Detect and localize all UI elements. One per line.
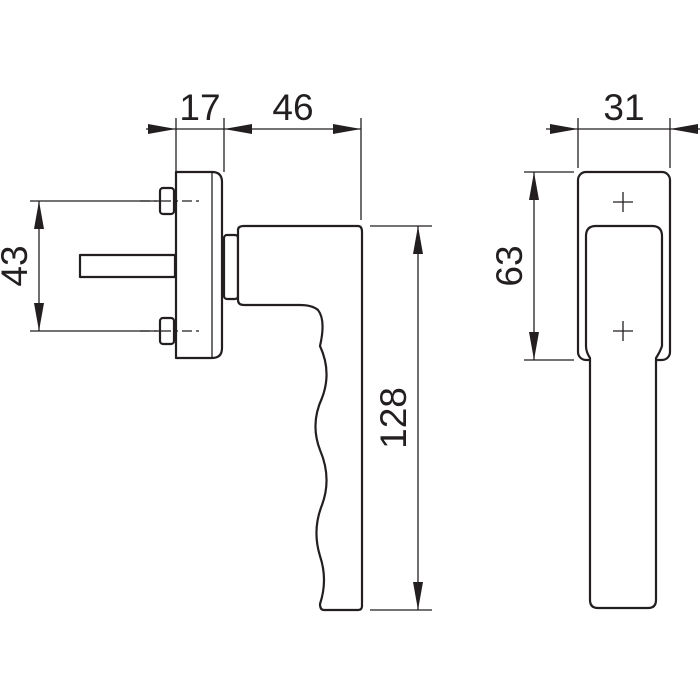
dim-front-rose-height: 63: [489, 172, 539, 360]
side-view: 17 46 43 128: [0, 87, 432, 612]
dim-label-63: 63: [489, 245, 530, 286]
dim-label-46: 46: [272, 87, 313, 128]
handle-lever-side: [236, 224, 364, 612]
dim-front-width: 31: [546, 87, 700, 134]
dim-label-31: 31: [603, 87, 644, 128]
rose-side: [174, 170, 224, 360]
dim-label-128: 128: [373, 387, 414, 449]
dim-handle-length: 128: [373, 226, 423, 610]
dim-screw-spacing: 43: [0, 201, 44, 331]
front-bottom-screw-mark: [613, 321, 633, 341]
dim-top-side: 17 46: [146, 87, 361, 134]
handle-lever-front: [584, 224, 664, 610]
handle-neck: [222, 233, 240, 301]
spindle: [78, 253, 177, 279]
front-top-screw-mark: [613, 192, 633, 212]
dim-label-17: 17: [179, 87, 220, 128]
dim-label-43: 43: [0, 245, 35, 286]
front-view: 31 63: [489, 87, 700, 610]
